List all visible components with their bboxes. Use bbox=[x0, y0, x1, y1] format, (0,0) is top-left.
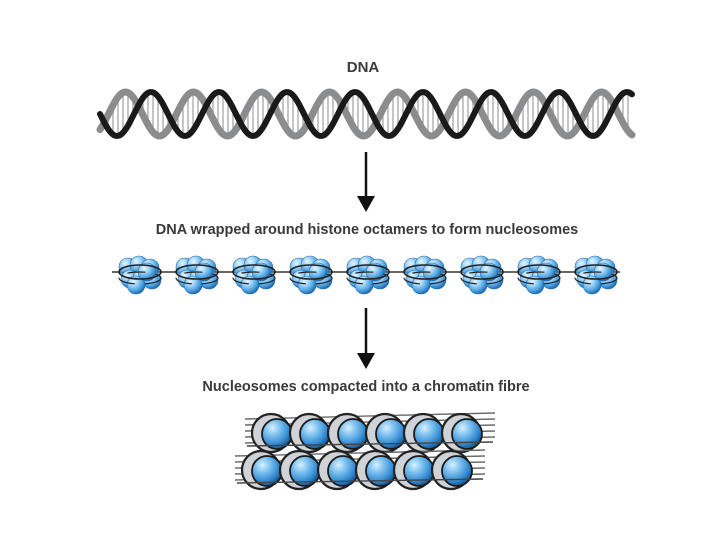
nucleosome bbox=[289, 255, 333, 295]
nucleosome-sphere bbox=[451, 418, 483, 450]
nucleosome bbox=[517, 255, 561, 295]
histone-sphere bbox=[297, 275, 317, 295]
nucleosome bbox=[403, 255, 447, 295]
linker-strand bbox=[246, 441, 494, 447]
histone-sphere bbox=[354, 275, 374, 295]
down-arrow-1 bbox=[357, 152, 375, 212]
histone-sphere bbox=[183, 275, 203, 295]
fibre-row bbox=[234, 449, 486, 491]
dna-wrap bbox=[517, 271, 561, 285]
nucleosome bbox=[118, 255, 162, 295]
nucleosome-label: DNA wrapped around histone octamers to f… bbox=[155, 222, 579, 238]
dna-double-helix bbox=[96, 88, 636, 140]
down-arrow-2 bbox=[357, 308, 375, 369]
dna-wrap bbox=[289, 271, 333, 285]
dna-wrap bbox=[574, 271, 618, 285]
nucleosome bbox=[346, 255, 390, 295]
chromatin-fibre bbox=[234, 412, 496, 491]
nucleosome bbox=[175, 255, 219, 295]
nucleosome-string bbox=[112, 255, 620, 295]
dna-strand-dark bbox=[97, 89, 635, 139]
dna-wrap bbox=[346, 264, 390, 280]
nucleosome bbox=[574, 255, 618, 295]
nucleosome-sphere bbox=[441, 455, 473, 487]
dna-wrap bbox=[118, 264, 162, 280]
dna-wrap bbox=[460, 264, 504, 280]
dna-wrap bbox=[403, 271, 447, 285]
dna-wrap bbox=[289, 264, 333, 280]
histone-sphere bbox=[126, 275, 146, 295]
histone-sphere bbox=[411, 275, 431, 295]
linker-strand bbox=[244, 412, 496, 420]
linker-strand bbox=[236, 478, 484, 484]
histone-sphere bbox=[468, 275, 488, 295]
dna-wrap bbox=[517, 264, 561, 280]
linker-strand bbox=[234, 449, 486, 457]
dna-wrap bbox=[574, 264, 618, 280]
histone-sphere bbox=[240, 275, 260, 295]
dna-wrap bbox=[403, 264, 447, 280]
nucleosome-sphere bbox=[261, 418, 293, 450]
nucleosome bbox=[232, 255, 276, 295]
fibre-row bbox=[244, 412, 496, 454]
chromatin-fibre-label: Nucleosomes compacted into a chromatin f… bbox=[202, 379, 530, 395]
dna-label: DNA bbox=[346, 59, 380, 76]
dna-wrap bbox=[118, 271, 162, 285]
nucleosome bbox=[460, 255, 504, 295]
dna-wrap bbox=[175, 271, 219, 285]
nucleosome-sphere bbox=[413, 418, 445, 450]
dna-wrap bbox=[346, 271, 390, 285]
histone-sphere bbox=[525, 275, 545, 295]
dna-wrap bbox=[175, 264, 219, 280]
dna-wrap bbox=[232, 271, 276, 285]
dna-strand-light bbox=[96, 88, 636, 140]
dna-wrap bbox=[232, 264, 276, 280]
histone-sphere bbox=[582, 275, 602, 295]
nucleosome-sphere bbox=[251, 455, 283, 487]
dna-wrap bbox=[460, 271, 504, 285]
nucleosome-sphere bbox=[403, 455, 435, 487]
